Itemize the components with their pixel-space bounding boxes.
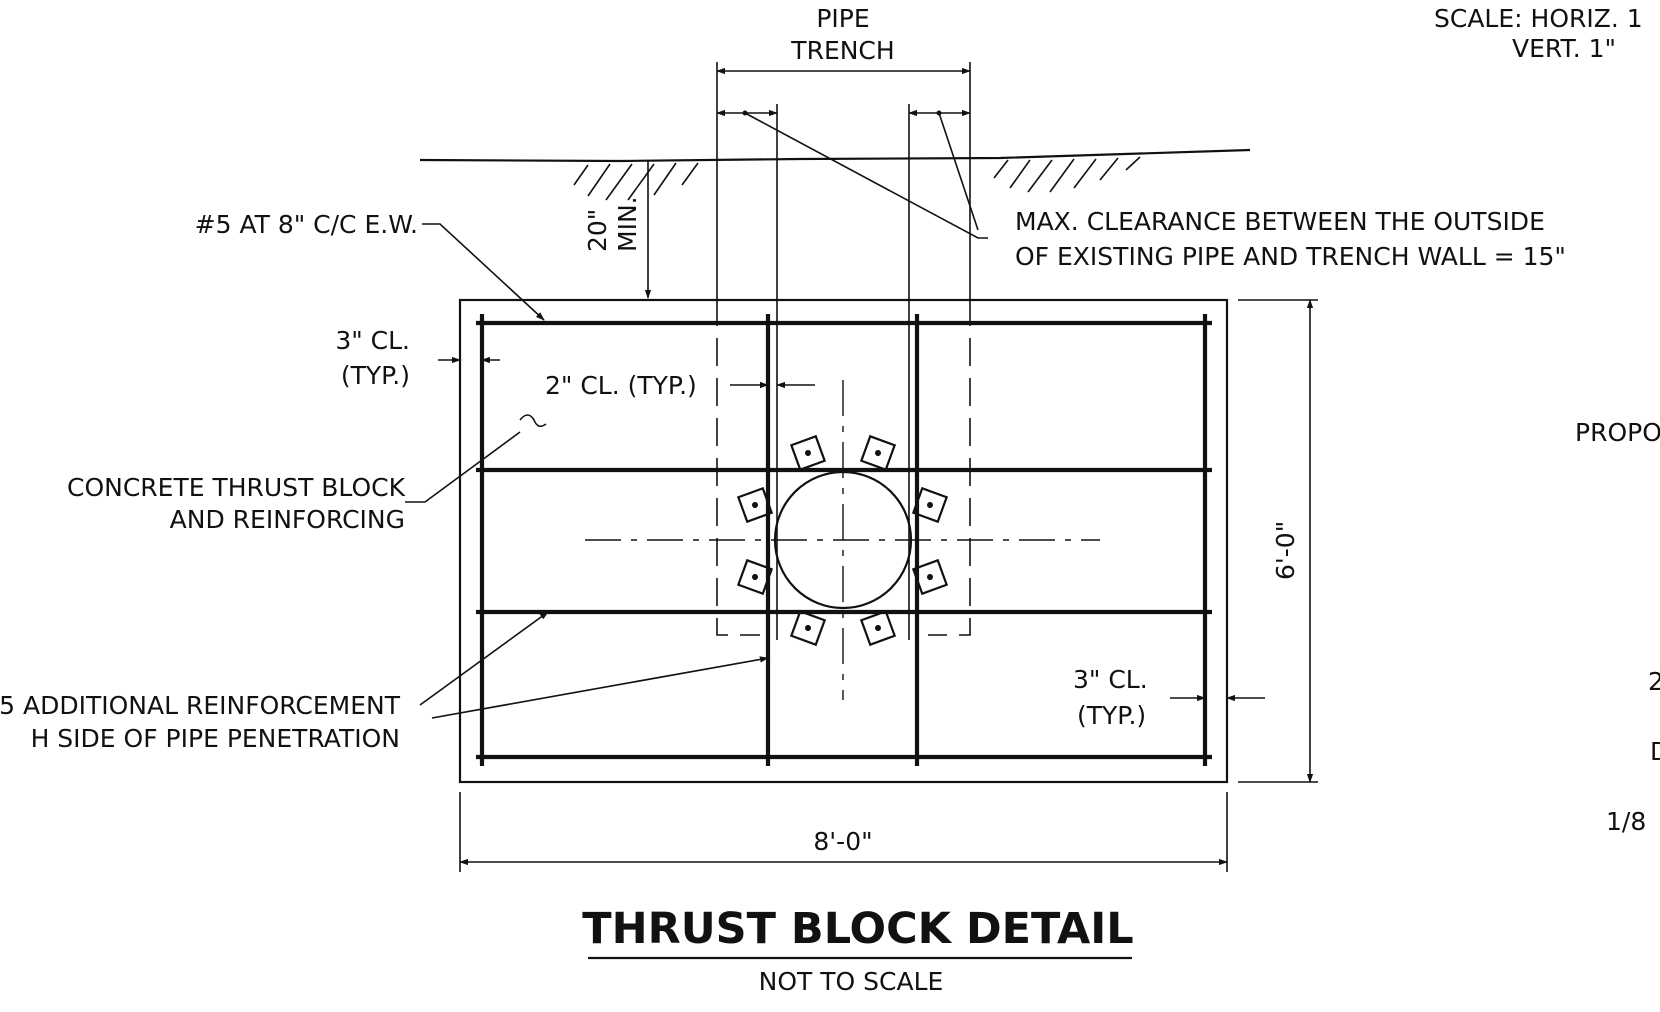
left-cover-label-2: (TYP.) [341,361,410,390]
cover-depth-value: 20" [583,209,612,252]
right-cover-label-1: 3" CL. [1073,665,1148,694]
inner-cover-label: 2" CL. (TYP.) [545,371,697,400]
additional-reinforcement-label-1: 5 ADDITIONAL REINFORCEMENT [0,691,401,720]
detail-title: THRUST BLOCK DETAIL [582,904,1133,954]
width-dimension-label: 8'-0" [813,827,872,856]
pipe-trench [716,62,971,640]
height-dimension-label: 6'-0" [1271,521,1300,580]
anchor-blocks [736,434,949,647]
cut-text-2: 2 [1648,667,1660,696]
clearance-note-line1: MAX. CLEARANCE BETWEEN THE OUTSIDE [1015,207,1545,236]
right-cover-label-2: (TYP.) [1077,701,1146,730]
thrust-block-label-2: AND REINFORCING [170,505,405,534]
scale-vertical-label: VERT. 1" [1512,34,1616,63]
rebar-spacing-label: #5 AT 8" C/C E.W. [195,210,418,239]
ground-surface [419,148,1251,201]
leader-lines [405,112,988,719]
overall-dimensions [459,299,1318,872]
cut-text-3: D [1650,737,1660,766]
thrust-block-label-1: CONCRETE THRUST BLOCK [67,473,406,502]
cover-depth-min: MIN. [613,196,642,252]
cut-text-4: 1/8 [1606,807,1646,836]
existing-pipe [585,380,1100,700]
reinforcement-bars [476,314,1212,766]
concrete-thrust-block [458,298,1229,784]
pipe-trench-label-2: TRENCH [790,36,894,65]
cut-text-1: PROPO [1575,418,1660,447]
scale-horizontal-label: SCALE: HORIZ. 1 [1434,4,1643,33]
left-cover-label-1: 3" CL. [335,326,410,355]
pipe-trench-label-1: PIPE [816,4,869,33]
clearance-note-line2: OF EXISTING PIPE AND TRENCH WALL = 15" [1015,242,1566,271]
detail-subtitle: NOT TO SCALE [759,967,944,996]
additional-reinforcement-label-2: H SIDE OF PIPE PENETRATION [31,724,400,753]
clearance-dimensions [438,356,1265,702]
